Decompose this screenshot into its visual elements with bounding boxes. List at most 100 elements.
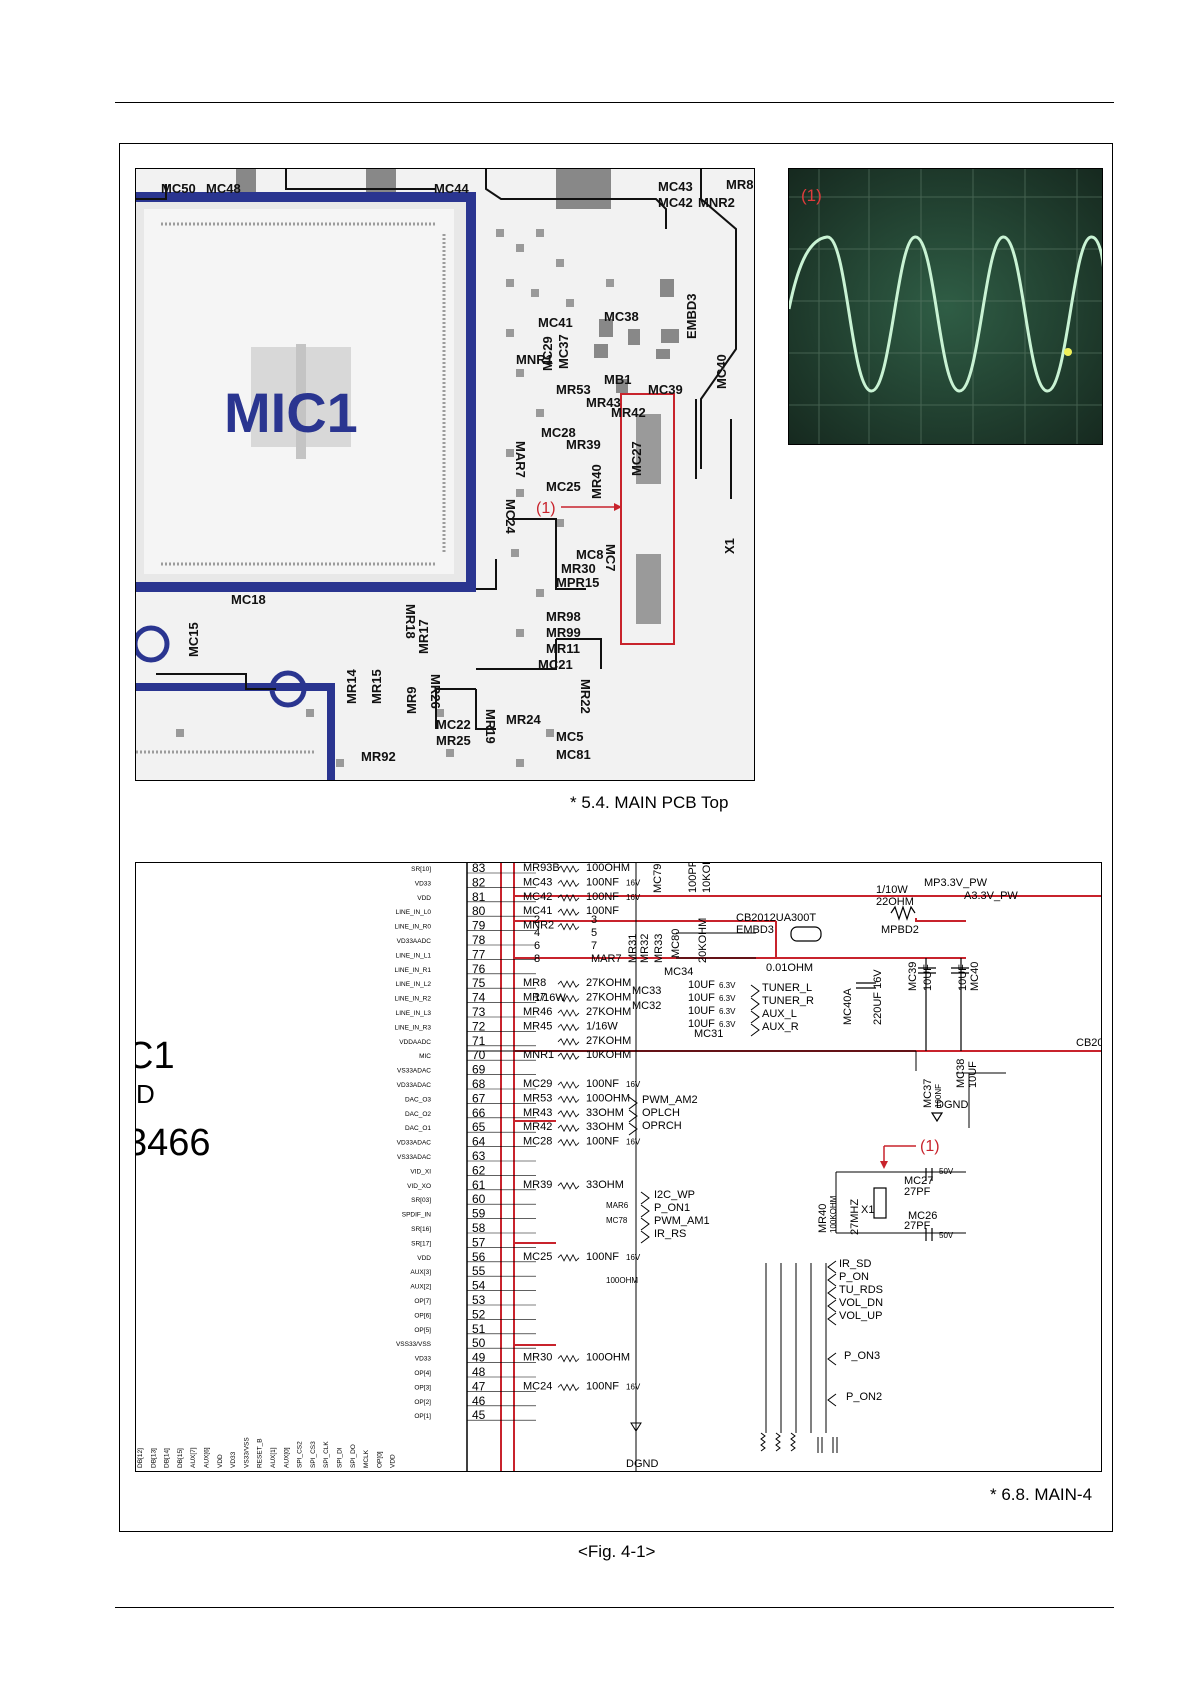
pin-number: 58 xyxy=(472,1221,486,1235)
pin-signal: VDD xyxy=(417,1255,431,1262)
svg-text:2: 2 xyxy=(534,914,540,926)
svg-text:MR39: MR39 xyxy=(566,437,601,452)
schematic-wires xyxy=(467,863,1006,1471)
component-value: 27KOHM xyxy=(586,1035,631,1047)
pin-number: 45 xyxy=(472,1408,486,1422)
svg-text:MAR7: MAR7 xyxy=(591,953,622,965)
pin-number: 81 xyxy=(472,890,486,904)
pin-signal: LINE_IN_L3 xyxy=(396,1010,432,1017)
svg-text:27MHZ: 27MHZ xyxy=(849,1199,861,1235)
component-ref: MR43 xyxy=(523,1107,552,1119)
oscilloscope-screen: (1) xyxy=(789,169,1102,444)
pin-signal: LINE_IN_R0 xyxy=(395,924,432,931)
svg-text:MC39: MC39 xyxy=(907,962,919,991)
svg-text:MC41: MC41 xyxy=(538,315,573,330)
bottom-pin-label: MCLK xyxy=(363,1449,370,1468)
svg-text:10UF: 10UF xyxy=(957,964,969,991)
svg-text:PWM_AM2: PWM_AM2 xyxy=(642,1094,698,1106)
svg-text:MR53: MR53 xyxy=(556,382,591,397)
pin-signal: SR[10] xyxy=(411,866,431,873)
component-ref: MC42 xyxy=(523,891,552,903)
svg-text:MC43: MC43 xyxy=(658,179,693,194)
svg-text:EMBD3: EMBD3 xyxy=(684,293,699,339)
pin-signal: AUX[3] xyxy=(410,1269,431,1276)
svg-text:IR_RS: IR_RS xyxy=(654,1228,686,1240)
pin-number: 73 xyxy=(472,1005,486,1019)
svg-text:TU_RDS: TU_RDS xyxy=(839,1284,883,1296)
pin-signal: VD33 xyxy=(415,1356,432,1363)
svg-text:CB2012UA300T: CB2012UA300T xyxy=(736,912,816,924)
svg-text:MR42: MR42 xyxy=(611,405,646,420)
pin-number: 68 xyxy=(472,1077,486,1091)
pin-signal: VSS33/VSS xyxy=(396,1341,432,1348)
svg-text:MC40: MC40 xyxy=(714,354,729,389)
svg-text:10UF: 10UF xyxy=(688,979,715,991)
pcb-top-image: MIC1 (1) xyxy=(135,168,755,781)
svg-text:A3.3V_PW: A3.3V_PW xyxy=(964,890,1018,902)
pin-signal: OP[5] xyxy=(414,1327,431,1334)
component-value: 100NF xyxy=(586,1078,619,1090)
svg-text:OPRCH: OPRCH xyxy=(642,1120,682,1132)
pin-number: 47 xyxy=(472,1379,486,1393)
svg-text:27PF: 27PF xyxy=(904,1220,931,1232)
component-value: 100OHM xyxy=(586,1352,630,1364)
component-symbol xyxy=(557,1181,580,1190)
svg-text:100PF: 100PF xyxy=(687,863,699,893)
pin-signal: VD33AADC xyxy=(397,938,432,945)
svg-text:1/16W: 1/16W xyxy=(534,992,566,1004)
svg-text:P_ON: P_ON xyxy=(839,1271,869,1283)
component-ref: MR42 xyxy=(523,1121,552,1133)
component-value: 100OHM xyxy=(586,1092,630,1104)
component-ref: MNR1 xyxy=(523,1049,554,1061)
svg-text:X1: X1 xyxy=(861,1204,874,1216)
svg-text:MR40: MR40 xyxy=(817,1204,829,1233)
svg-text:MC5: MC5 xyxy=(556,729,583,744)
component-ref: MR46 xyxy=(523,1006,552,1018)
pin-signal: SR[16] xyxy=(411,1226,431,1233)
pin-signal: DAC_O1 xyxy=(405,1125,431,1132)
pcb-marker: (1) xyxy=(536,500,556,517)
component-value: 10KOHM xyxy=(586,1049,631,1061)
component-ref: MC29 xyxy=(523,1078,552,1090)
svg-text:MC24: MC24 xyxy=(503,499,518,534)
pcb-component-labels: MC50 MC48 MC44 MC43 MC42 MNR2 MR8 MC41 M… xyxy=(161,177,753,764)
component-symbol xyxy=(557,879,580,888)
component-ref: MR8 xyxy=(523,977,546,989)
svg-text:0.01OHM: 0.01OHM xyxy=(766,962,813,974)
pin-signal: LINE_IN_R3 xyxy=(395,1024,432,1031)
component-ref: MR7 xyxy=(523,992,546,1004)
figure-caption: <Fig. 4-1> xyxy=(578,1542,656,1561)
pin-signal: VDDAADC xyxy=(399,1039,431,1046)
svg-text:P_ON2: P_ON2 xyxy=(846,1391,882,1403)
component-symbol xyxy=(557,893,580,902)
pin-number: 60 xyxy=(472,1192,486,1206)
svg-text:MC18: MC18 xyxy=(231,592,266,607)
svg-text:50V: 50V xyxy=(939,1167,954,1176)
power-section: 1/10W 22OHM MPBD2 MP3.3V_PW A3.3V_PW CB2… xyxy=(626,877,1101,1470)
component-symbol xyxy=(557,1037,580,1046)
power-components xyxy=(790,905,969,1123)
header-rule xyxy=(115,102,1114,103)
pin-signal: LINE_IN_L1 xyxy=(396,952,432,959)
svg-text:MC8: MC8 xyxy=(576,547,603,562)
svg-text:MC7: MC7 xyxy=(603,544,618,571)
component-voltage: 16V xyxy=(626,1253,641,1262)
svg-text:MR19: MR19 xyxy=(483,709,498,744)
component-value: 100NF xyxy=(586,905,619,917)
component-ref: MC28 xyxy=(523,1136,552,1148)
bottom-pin-label: SPI_CS2 xyxy=(297,1441,304,1468)
component-ref: MR30 xyxy=(523,1352,552,1364)
component-value: 1/16W xyxy=(586,1020,618,1032)
svg-text:MR8: MR8 xyxy=(726,177,753,192)
component-ref: MR93B xyxy=(523,863,560,874)
svg-text:MR26: MR26 xyxy=(428,674,443,709)
pin-number: 70 xyxy=(472,1048,486,1062)
pin-signal: LINE_IN_L0 xyxy=(396,909,432,916)
schematic-marker: (1) xyxy=(920,1138,940,1155)
pcb-drawing: MIC1 (1) xyxy=(136,169,754,780)
svg-text:TUNER_R: TUNER_R xyxy=(762,995,814,1007)
component-ref: MC24 xyxy=(523,1380,552,1392)
pin-signal: OP[3] xyxy=(414,1384,431,1391)
component-voltage: 16V xyxy=(626,1382,641,1391)
